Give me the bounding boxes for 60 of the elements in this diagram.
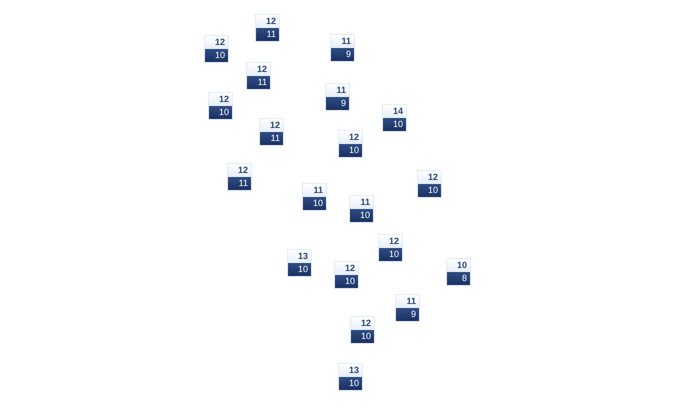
upper-value: 11 [331, 35, 354, 48]
lower-value: 10 [379, 248, 402, 261]
value-marker [446, 258, 471, 286]
upper-value: 13 [339, 364, 362, 377]
value-marker [255, 14, 280, 42]
value-marker [302, 183, 327, 211]
lower-value: 8 [447, 272, 470, 285]
lower-value: 10 [339, 144, 362, 157]
value-marker [382, 104, 407, 132]
lower-value: 10 [209, 106, 232, 119]
value-marker [204, 35, 229, 63]
upper-value: 12 [209, 93, 232, 106]
value-marker [395, 294, 420, 322]
upper-value: 12 [256, 15, 279, 28]
value-marker [208, 92, 233, 120]
value-marker [338, 363, 363, 391]
upper-value: 11 [303, 184, 326, 197]
value-marker [287, 249, 312, 277]
lower-value: 11 [256, 28, 279, 41]
lower-value: 10 [339, 377, 362, 390]
upper-value: 12 [228, 164, 251, 177]
lower-value: 10 [351, 330, 374, 343]
value-marker [246, 62, 271, 90]
value-marker [259, 118, 284, 146]
upper-value: 12 [418, 171, 441, 184]
lower-value: 11 [260, 132, 283, 145]
lower-value: 10 [288, 263, 311, 276]
lower-value: 9 [331, 48, 354, 61]
lower-value: 9 [396, 308, 419, 321]
lower-value: 10 [303, 197, 326, 210]
upper-value: 12 [379, 235, 402, 248]
value-marker [334, 261, 359, 289]
value-marker [417, 170, 442, 198]
lower-value: 10 [383, 118, 406, 131]
lower-value: 11 [247, 76, 270, 89]
value-marker [378, 234, 403, 262]
value-marker [330, 34, 355, 62]
lower-value: 10 [335, 275, 358, 288]
upper-value: 10 [447, 259, 470, 272]
upper-value: 11 [350, 196, 373, 209]
upper-value: 12 [205, 36, 228, 49]
value-marker [338, 130, 363, 158]
value-marker [350, 316, 375, 344]
upper-value: 12 [247, 63, 270, 76]
lower-value: 10 [418, 184, 441, 197]
upper-value: 12 [335, 262, 358, 275]
upper-value: 12 [339, 131, 362, 144]
upper-value: 12 [260, 119, 283, 132]
value-marker [325, 83, 350, 111]
value-marker [349, 195, 374, 223]
upper-value: 12 [351, 317, 374, 330]
upper-value: 13 [288, 250, 311, 263]
lower-value: 9 [326, 97, 349, 110]
upper-value: 14 [383, 105, 406, 118]
value-marker [227, 163, 252, 191]
lower-value: 10 [205, 49, 228, 62]
lower-value: 10 [350, 209, 373, 222]
upper-value: 11 [326, 84, 349, 97]
lower-value: 11 [228, 177, 251, 190]
upper-value: 11 [396, 295, 419, 308]
